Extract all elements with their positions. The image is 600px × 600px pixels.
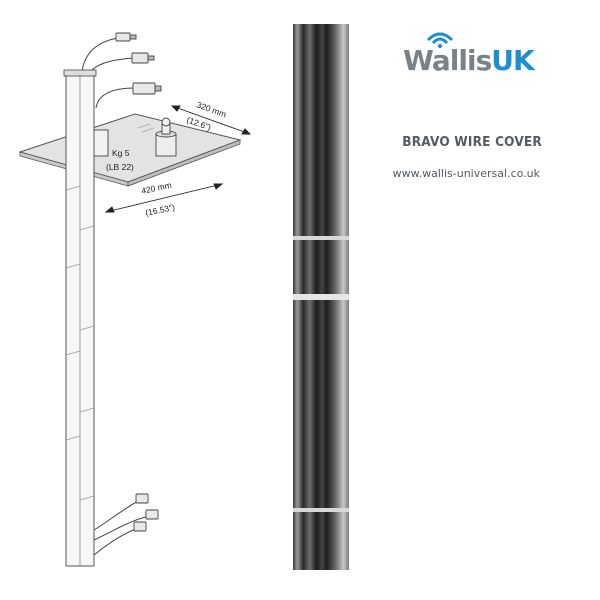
bottom-plugs-icon [133,493,159,532]
product-title: BRAVO WIRE COVER [402,134,542,150]
logo-wallis: Wallis [403,44,492,77]
logo-uk: UK [491,44,534,77]
column-joint [293,508,349,512]
weight-icon [155,117,177,157]
wallisuk-logo: WallisUK [403,30,553,86]
wifi-icon [426,32,454,48]
load-lb-label: (LB 22) [106,162,134,172]
column-drawing [63,69,97,567]
top-cable-3 [95,87,136,109]
plug-1-icon [115,32,131,42]
logo-text: WallisUK [403,44,535,77]
column-joint [293,294,349,300]
technical-drawing: 320 mm (12.6") 420 mm (16.53") Kg 5 (LB … [18,32,252,567]
width-in-label: (16.53") [144,202,176,218]
load-kg-label: Kg 5 [112,148,130,158]
plug-3-icon [132,82,156,95]
depth-dimension-line [171,105,251,135]
width-mm-label: 420 mm [140,180,172,196]
website-link[interactable]: www.wallis-universal.co.uk [392,167,540,180]
width-dimension-line [105,183,223,213]
plug-2-icon [131,52,149,64]
top-cable-1 [81,37,119,73]
column-joint [293,236,349,240]
product-photo [293,24,349,570]
